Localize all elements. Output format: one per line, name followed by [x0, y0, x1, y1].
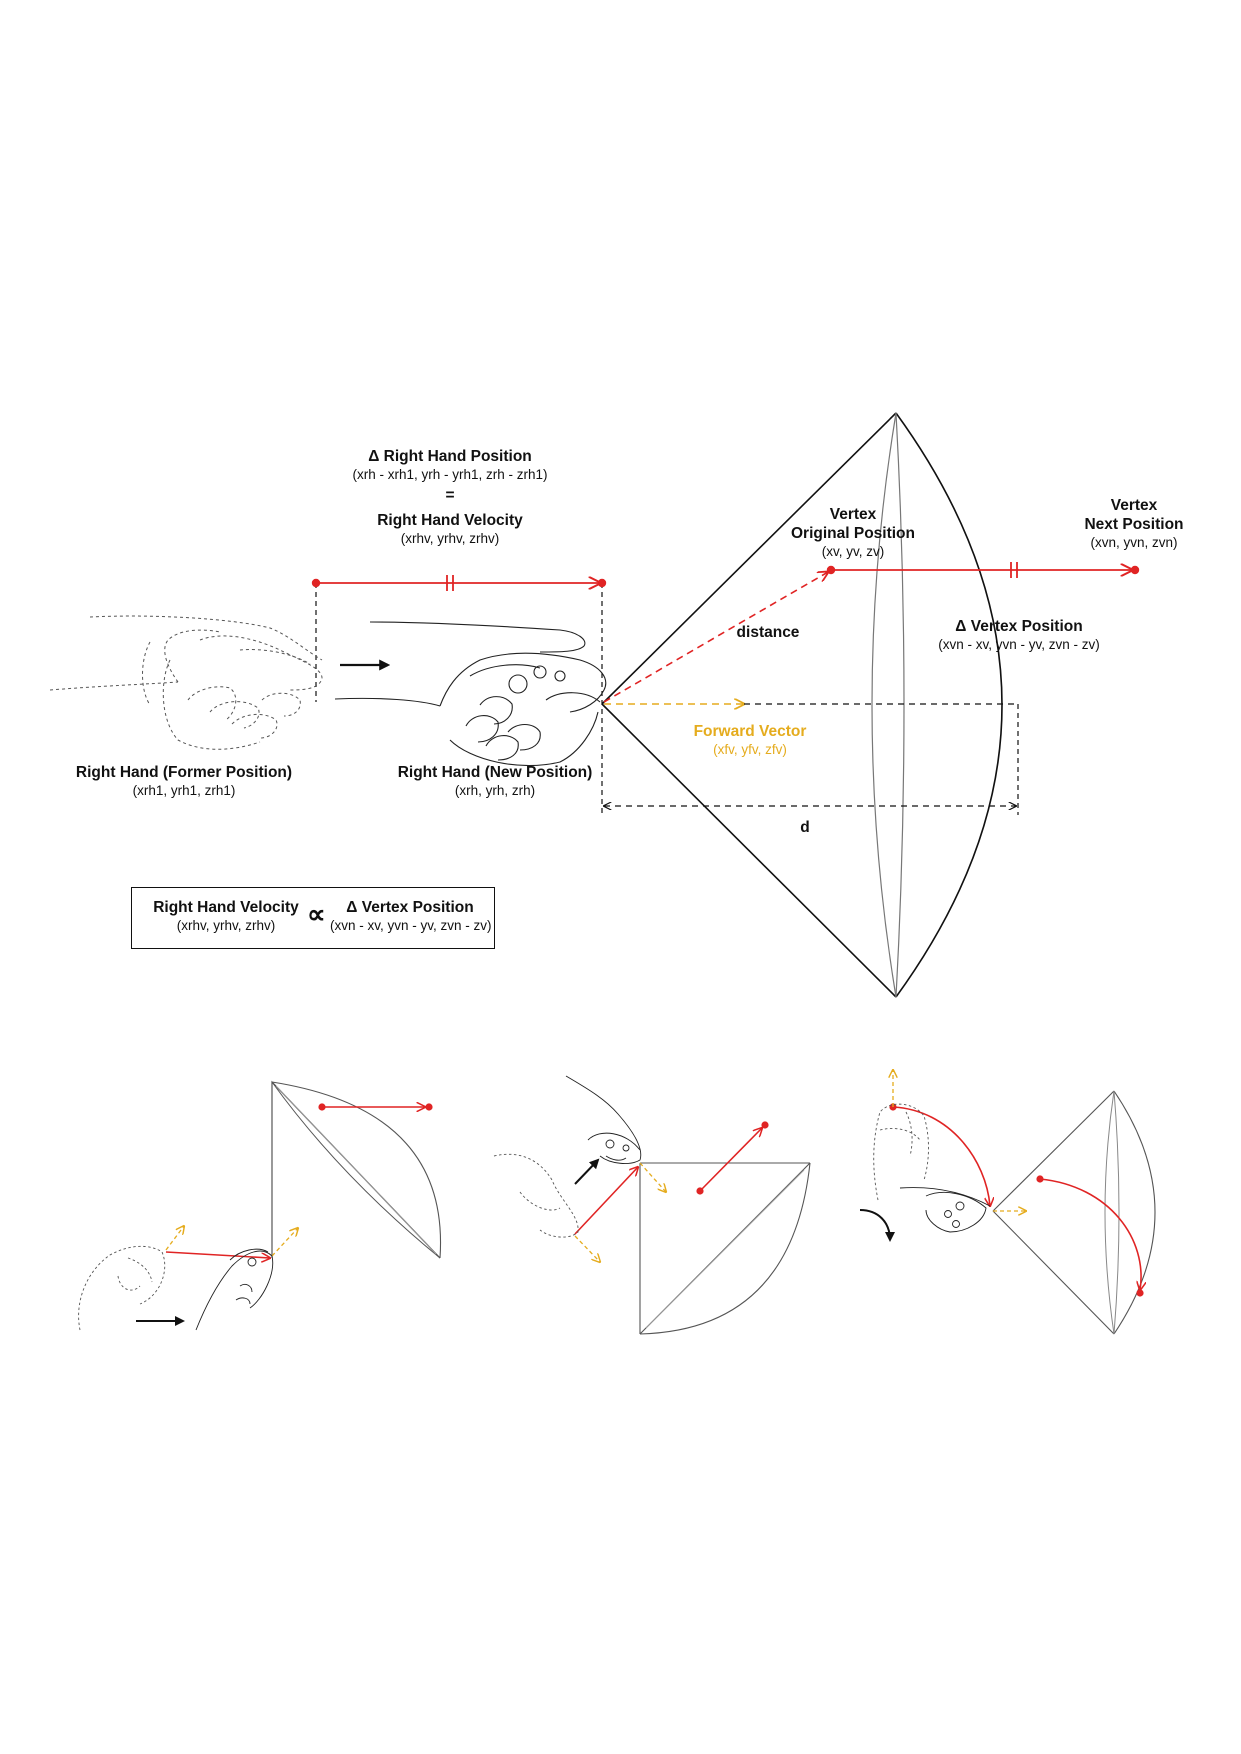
d-label: d	[800, 819, 810, 836]
former-hand-title: Right Hand (Former Position)	[75, 764, 293, 781]
delta-vertex-formula: (xvn - xv, yvn - yv, zvn - zv)	[938, 637, 1100, 652]
distance-label: distance	[736, 624, 800, 641]
delta-vertex-label: Δ Vertex Position (xvn - xv, yvn - yv, z…	[924, 617, 1114, 653]
vertex-original-title-2: Original Position	[790, 525, 915, 542]
delta-hand-title: Δ Right Hand Position	[368, 448, 532, 465]
proportionality-box	[131, 887, 495, 949]
formula-box-left-title: Right Hand Velocity	[153, 899, 299, 916]
vertex-next-title-2: Next Position	[1084, 516, 1184, 533]
proportional-symbol: ∝	[307, 899, 326, 929]
new-hand-formula: (xrh, yrh, zrh)	[454, 783, 536, 798]
delta-vertex-title: Δ Vertex Position	[955, 618, 1083, 635]
vertex-next-title-1: Vertex	[1110, 497, 1158, 514]
former-hand-formula: (xrh1, yrh1, zrh1)	[132, 783, 236, 798]
forward-vector-formula: (xfv, yfv, zfv)	[713, 742, 787, 757]
rotate-arrow-icon	[859, 1209, 895, 1242]
velocity-title: Right Hand Velocity	[377, 512, 523, 529]
thumb-1	[78, 1080, 442, 1331]
delta-hand-formula: (xrh - xrh1, yrh - yrh1, zrh - zrh1)	[352, 467, 548, 482]
vertex-original-formula: (xv, yv, zv)	[821, 544, 885, 559]
delta-hand-label: Δ Right Hand Position (xrh - xrh1, yrh -…	[310, 447, 590, 547]
main-cone	[601, 412, 1003, 998]
new-hand-title: Right Hand (New Position)	[397, 764, 593, 781]
velocity-formula: (xrhv, yrhv, zrhv)	[400, 531, 500, 546]
delta-vertex-vector	[826, 562, 1140, 578]
formula-box-right-formula: (xvn - xv, yvn - yv, zvn - zv)	[330, 918, 492, 933]
hand-former-dashed-icon	[49, 615, 323, 750]
thumb-2	[493, 1075, 811, 1335]
former-hand-label: Right Hand (Former Position) (xrh1, yrh1…	[64, 763, 304, 799]
delta-hand-vector	[311, 575, 607, 591]
hand-controller-icon	[334, 621, 607, 767]
vertex-next-formula: (xvn, yvn, zvn)	[1090, 535, 1178, 550]
new-hand-label: Right Hand (New Position) (xrh, yrh, zrh…	[380, 763, 610, 799]
formula-box-left: Right Hand Velocity (xrhv, yrhv, zrhv)	[146, 898, 306, 934]
forward-vector-title: Forward Vector	[693, 723, 807, 740]
formula-box-right: Δ Vertex Position (xvn - xv, yvn - yv, z…	[330, 898, 492, 934]
formula-box-right-title: Δ Vertex Position	[346, 899, 474, 916]
vertex-original-title-1: Vertex	[829, 506, 877, 523]
thumb-3	[859, 1070, 1156, 1335]
equals-sign: =	[445, 487, 455, 504]
formula-box-left-formula: (xrhv, yrhv, zrhv)	[176, 918, 276, 933]
vertex-next-label: Vertex Next Position (xvn, yvn, zvn)	[1064, 496, 1204, 551]
vertex-original-label: Vertex Original Position (xv, yv, zv)	[768, 505, 938, 560]
forward-vector-label: Forward Vector (xfv, yfv, zfv)	[680, 722, 820, 758]
